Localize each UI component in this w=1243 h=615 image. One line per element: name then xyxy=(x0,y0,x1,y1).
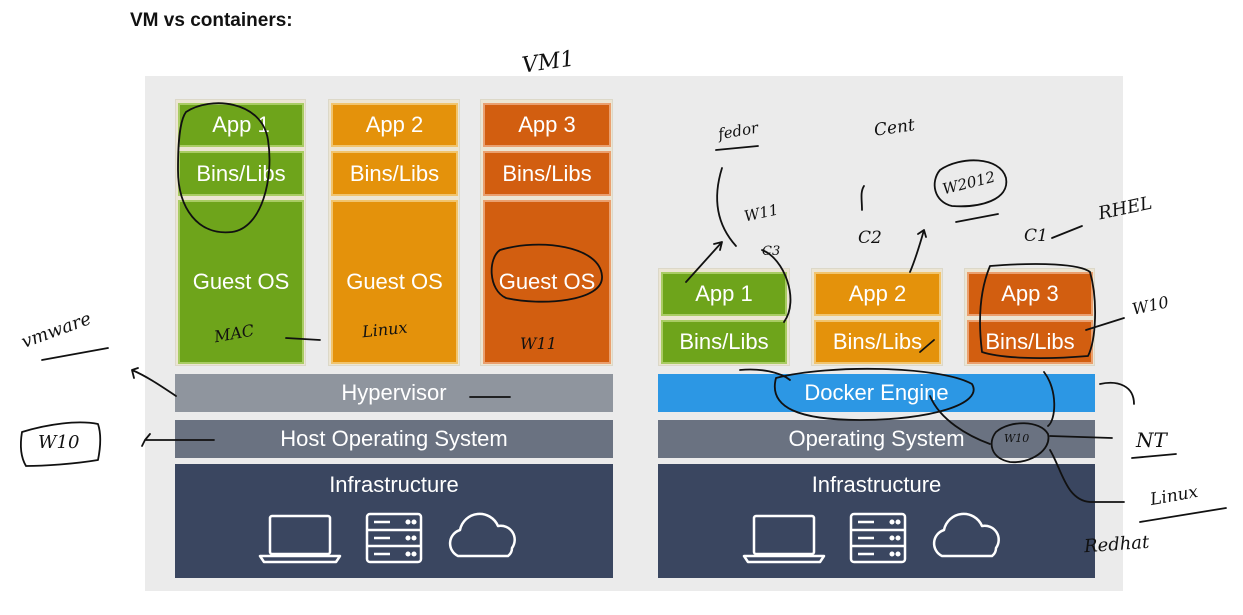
laptop-icon xyxy=(742,514,826,564)
fedora-bracket xyxy=(716,167,737,247)
laptop-icon xyxy=(258,514,342,564)
container-app-3: App 3 xyxy=(967,272,1093,316)
hw-c2: C2 xyxy=(858,228,882,248)
vmware-underline xyxy=(41,347,109,361)
mac-dash xyxy=(285,337,321,341)
vm-app-2: App 2 xyxy=(331,103,458,147)
cloud-icon xyxy=(932,512,1000,558)
os-arrow xyxy=(1043,371,1056,427)
guest-os-circle xyxy=(490,243,603,303)
vm-app-3: App 3 xyxy=(483,103,611,147)
hypervisor-pointer xyxy=(131,367,177,397)
nt-underline xyxy=(1131,453,1177,459)
w10-right-arrow xyxy=(1085,317,1125,331)
container-libs-2: Bins/Libs xyxy=(814,320,941,364)
server-icon xyxy=(365,512,423,564)
host-os-layer: Host Operating System xyxy=(175,420,613,458)
vm-libs-1: Bins/Libs xyxy=(178,151,304,196)
hw-nt: NT xyxy=(1136,428,1167,452)
cloud-icon xyxy=(448,512,516,558)
cent-arrow xyxy=(860,185,865,211)
container-app-1: App 1 xyxy=(661,272,787,316)
app3-box xyxy=(979,263,1096,359)
docker-engine-layer: Docker Engine xyxy=(658,374,1095,412)
container-libs-1: Bins/Libs xyxy=(661,320,787,364)
w2012-underline xyxy=(955,213,999,223)
container-infrastructure-layer xyxy=(658,464,1095,578)
w10-left-box xyxy=(19,421,102,467)
hypervisor-layer: Hypervisor xyxy=(175,374,613,412)
container-os-layer: Operating System xyxy=(658,420,1095,458)
docker-engine-circle xyxy=(773,367,975,421)
hw-c1: C1 xyxy=(1024,226,1048,246)
vm-libs-2: Bins/Libs xyxy=(331,151,458,196)
app1-circle xyxy=(177,102,271,234)
c2-arrow xyxy=(909,229,927,273)
hw-c3: C3 xyxy=(762,244,781,259)
c3-curve xyxy=(761,249,792,323)
libs2-slash xyxy=(919,339,935,353)
nt-arrow xyxy=(1049,435,1113,439)
linux-arrow xyxy=(1049,449,1125,503)
vm-guest-os-3: Guest OS xyxy=(483,200,611,364)
server-icon xyxy=(849,512,907,564)
vm-libs-3: Bins/Libs xyxy=(483,151,611,196)
dodge-loop xyxy=(929,395,991,445)
host-os-pointer xyxy=(141,433,215,447)
vm-app-1: App 1 xyxy=(178,103,304,147)
container-infrastructure-label: Infrastructure xyxy=(811,472,942,497)
hw-w10-left: W10 xyxy=(38,432,80,453)
hw-w10-small: W10 xyxy=(1004,432,1030,445)
w11-arrow xyxy=(685,241,723,283)
page-title: VM vs containers: xyxy=(130,10,293,31)
w10-small-circle xyxy=(990,422,1050,463)
engine-arrow xyxy=(1099,382,1135,405)
vm-infrastructure-layer xyxy=(175,464,613,578)
vm-infrastructure-label: Infrastructure xyxy=(329,472,459,497)
bins-to-engine xyxy=(739,368,791,381)
linux-underline xyxy=(1139,507,1227,523)
fedora-underline xyxy=(715,145,759,151)
vm-guest-os-2: Guest OS xyxy=(331,200,458,364)
w2012-circle xyxy=(933,159,1008,208)
hw-w11-a: W11 xyxy=(520,334,557,353)
vm-guest-os-1: Guest OS xyxy=(178,200,304,364)
c1-dash xyxy=(1051,225,1083,239)
container-app-2: App 2 xyxy=(814,272,941,316)
